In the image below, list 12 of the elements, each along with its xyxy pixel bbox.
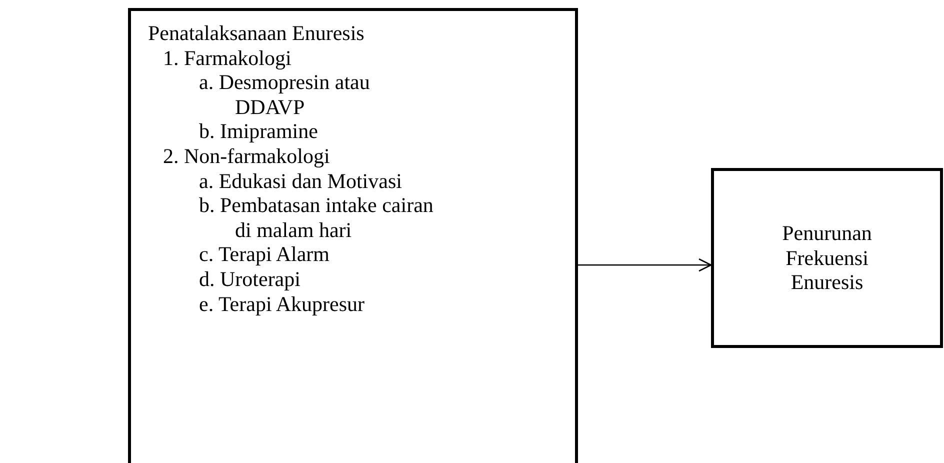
list-box [128,8,578,463]
list-item: e. Terapi Akupresur [198,292,366,316]
result-box [711,168,943,348]
heading: Penatalaksanaan Enuresis [148,21,366,46]
arrow [578,258,712,272]
list-item: b. Imipramine [198,119,319,144]
list-item: 1. Farmakologi [162,46,292,70]
box-text: Penurunan Frekuensi Enuresis [781,221,873,295]
list-item: a. Edukasi dan Motivasi [198,168,403,194]
list-item: d. Uroterapi [198,266,302,292]
list-item: 2. Non-farmakologi [162,144,331,169]
list-item: c. Terapi Alarm [198,242,331,267]
